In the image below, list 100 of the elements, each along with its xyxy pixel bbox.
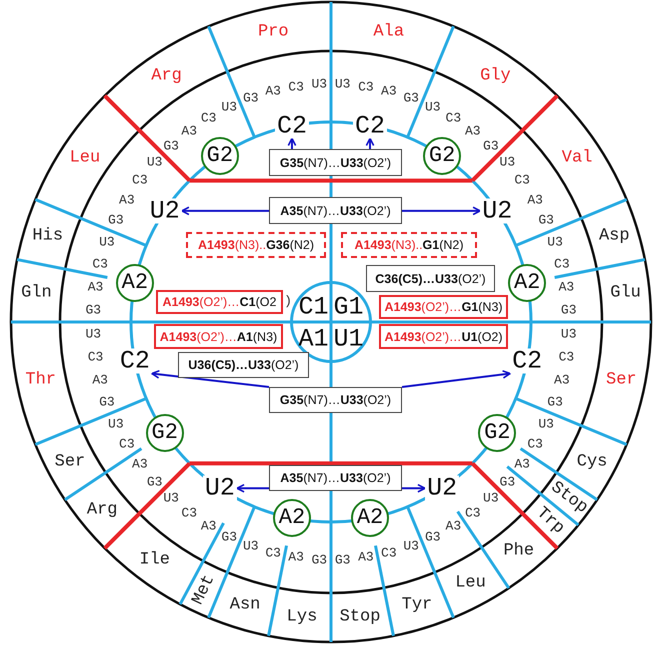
interaction-box: C36(C5)…U33(O2’) — [366, 265, 495, 292]
arrow — [402, 484, 426, 493]
circled-base-label: G2 — [146, 414, 184, 452]
codon-label: C3 — [527, 438, 543, 451]
codon-label: G3 — [312, 553, 328, 566]
codon-label: A3 — [119, 193, 135, 206]
codon-label: A3 — [358, 550, 374, 564]
interaction-box: A1493(O2’)…U1(O2) — [379, 324, 508, 349]
circled-base-label: A2 — [272, 499, 311, 538]
codon-label: U3 — [538, 417, 554, 430]
amino-acid-label: Asp — [598, 228, 630, 245]
amino-acid-label: Thr — [25, 371, 56, 388]
codon-label: G3 — [163, 139, 179, 152]
amino-acid-label: Asn — [230, 596, 260, 614]
codon-label: G3 — [424, 530, 441, 544]
codon-label: G3 — [483, 139, 499, 152]
interaction-box: A1493(N3)..G36(N2) — [186, 232, 326, 258]
codon-label: G3 — [221, 530, 238, 544]
codon-label: A3 — [132, 457, 148, 470]
codon-label: U3 — [424, 100, 441, 114]
interaction-box: U36(C5)…U33(O2’) — [178, 352, 309, 378]
arrow — [288, 138, 296, 149]
codon-label: U3 — [547, 235, 563, 248]
amino-acid-label: Leu — [70, 149, 100, 166]
amino-acid-label: Lys — [286, 608, 318, 626]
base-label: U2 — [202, 476, 237, 501]
amino-acid-label: His — [32, 228, 64, 245]
codon-label: A3 — [288, 550, 304, 564]
circled-base-label: G2 — [478, 414, 516, 452]
codon-label: A3 — [200, 520, 216, 533]
amino-acid-label: Ser — [54, 453, 86, 470]
codon-label: C3 — [132, 174, 148, 187]
arrow — [402, 370, 511, 388]
amino-acid-label: Gly — [480, 67, 511, 84]
amino-acid-label: Ile — [139, 551, 170, 568]
codon-label: U3 — [146, 156, 162, 169]
codon-label: U3 — [312, 78, 328, 91]
base-label: C2 — [274, 113, 309, 138]
codon-label: C3 — [181, 506, 198, 520]
codon-label: A3 — [514, 457, 530, 470]
circled-base-label: G2 — [423, 136, 462, 175]
codon-label: C3 — [88, 350, 104, 364]
codon-label: U3 — [99, 235, 115, 248]
amino-acid-label: Leu — [455, 574, 486, 592]
amino-acid-label: Arg — [86, 501, 118, 518]
codon-label: G3 — [85, 304, 102, 317]
amino-acid-label: Arg — [151, 67, 182, 84]
label-text: ) — [284, 294, 292, 308]
interaction-box: A35(N7)…U33(O2’) — [269, 197, 402, 224]
codon-label: U3 — [163, 492, 179, 505]
codon-label: C3 — [381, 546, 397, 560]
codon-label: U3 — [221, 100, 238, 114]
amino-acid-label: Phe — [503, 542, 534, 560]
codon-label: A3 — [527, 193, 543, 206]
interaction-box: A1493(O2’)…C1(O2 — [156, 290, 283, 314]
codon-label: C3 — [119, 438, 135, 451]
codon-label: U3 — [483, 492, 499, 505]
codon-label: G3 — [108, 214, 124, 227]
codon-label: U3 — [108, 417, 124, 430]
codon-label: A3 — [265, 84, 281, 98]
interaction-box: G35(N7)…U33(O2’) — [269, 387, 402, 413]
codon-label: C3 — [265, 546, 281, 560]
interaction-box: A1493(N3)..G1(N2) — [341, 232, 477, 258]
codon-label: U3 — [85, 327, 102, 340]
amino-acid-label: Gln — [21, 284, 52, 302]
codon-label: C3 — [558, 350, 574, 364]
codon-label: C3 — [464, 506, 481, 520]
amino-acid-label: Val — [562, 149, 592, 166]
codon-label: G3 — [243, 91, 259, 104]
amino-acid-label: Ser — [606, 371, 637, 388]
base-label: U2 — [425, 476, 460, 501]
amino-acid-label: Ala — [373, 23, 404, 40]
base-label: C1 — [298, 294, 329, 320]
codon-label: A3 — [181, 124, 198, 138]
codon-label: A3 — [446, 520, 462, 533]
codon-label: C3 — [514, 174, 530, 187]
codon-label: U3 — [500, 156, 516, 169]
codon-label: G3 — [500, 475, 516, 488]
codon-label: C3 — [446, 111, 462, 124]
circled-base-label: A2 — [351, 499, 390, 538]
amino-acid-label: Met — [190, 572, 219, 608]
circled-base-label: G2 — [200, 136, 239, 175]
codon-label: A3 — [92, 373, 108, 386]
codon-label: A3 — [88, 280, 104, 294]
codon-label: G3 — [538, 214, 554, 227]
base-label: G1 — [333, 294, 364, 320]
arrow — [402, 206, 482, 216]
codon-label: U3 — [334, 78, 350, 91]
amino-acid-label: Pro — [258, 23, 289, 40]
codon-label: U3 — [403, 540, 419, 553]
base-label: U1 — [333, 326, 364, 352]
codon-label: G3 — [547, 396, 563, 409]
codon-label: A3 — [464, 124, 481, 138]
codon-label: C3 — [200, 111, 216, 124]
amino-acid-label: Stop — [340, 608, 380, 626]
arrow — [366, 138, 374, 149]
base-label: A1 — [298, 326, 329, 352]
codon-label: A3 — [558, 280, 574, 294]
arrow — [180, 206, 269, 216]
codon-label: G3 — [560, 304, 576, 317]
